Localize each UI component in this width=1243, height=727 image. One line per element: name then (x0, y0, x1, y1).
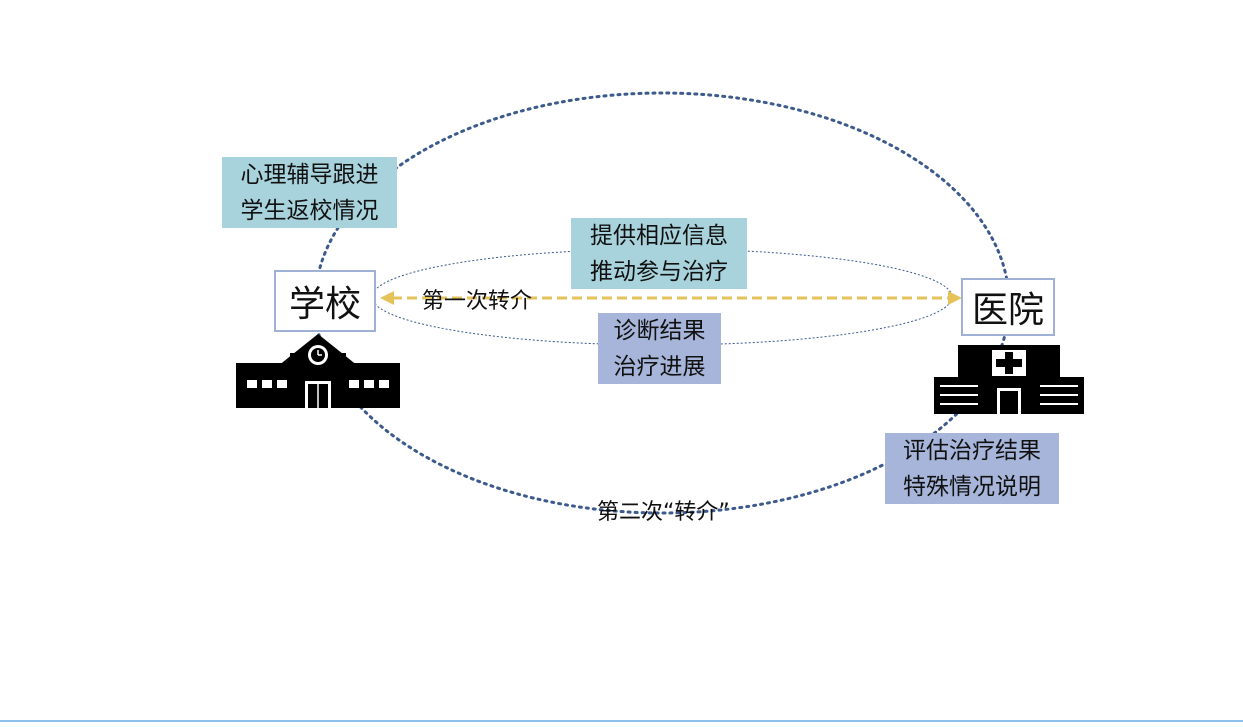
diagnosis-line-2: 治疗进展 (613, 353, 706, 380)
evaluate-box: 评估治疗结果 特殊情况说明 (885, 433, 1059, 504)
school-node: 学校 (274, 270, 376, 332)
hospital-node: 医院 (961, 278, 1055, 336)
school-building-icon (236, 334, 400, 408)
provide-info-box: 提供相应信息 推动参与治疗 (571, 218, 747, 289)
arrow-head-right (948, 291, 962, 305)
second-referral-label: 第二次“转介” (597, 500, 730, 525)
diagnosis-box: 诊断结果 治疗进展 (598, 313, 721, 384)
arrow-head-left (380, 291, 394, 305)
evaluate-line-1: 评估治疗结果 (903, 437, 1041, 464)
psych-followup-line-2: 学生返校情况 (240, 197, 379, 224)
psych-followup-line-1: 心理辅导跟进 (240, 161, 379, 188)
first-referral-label: 第一次转介 (422, 289, 533, 314)
psych-followup-box: 心理辅导跟进 学生返校情况 (222, 157, 397, 228)
provide-info-line-1: 提供相应信息 (590, 222, 728, 249)
bottom-divider (0, 720, 1243, 722)
diagnosis-line-1: 诊断结果 (613, 317, 706, 344)
hospital-building-icon (934, 345, 1084, 414)
evaluate-line-2: 特殊情况说明 (903, 473, 1041, 500)
provide-info-line-2: 推动参与治疗 (590, 258, 728, 285)
